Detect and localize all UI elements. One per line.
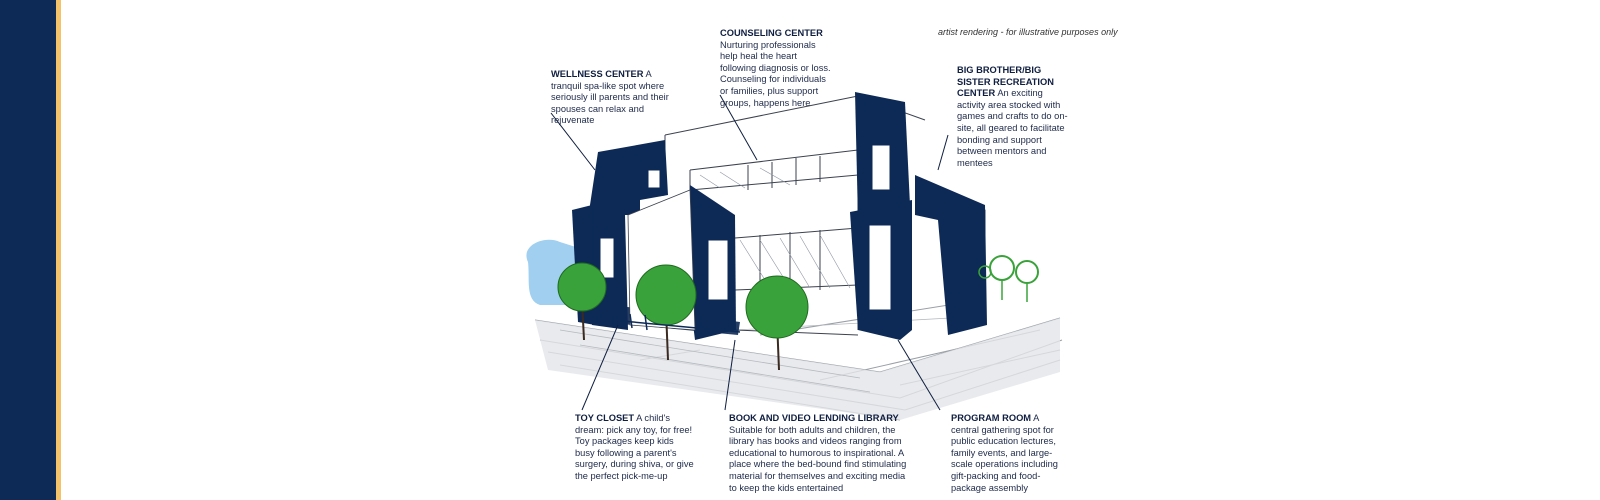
callout-title: TOY CLOSET — [575, 413, 635, 423]
callout-title: PROGRAM ROOM — [951, 413, 1032, 423]
tower-windows — [599, 144, 892, 311]
callout-toy-closet: TOY CLOSET A child's dream: pick any toy… — [575, 413, 695, 483]
callout-title: COUNSELING CENTER — [720, 28, 823, 38]
callout-title: WELLNESS CENTER — [551, 69, 644, 79]
callout-text: Nurturing professionals help heal the he… — [720, 39, 831, 108]
callout-program-room: PROGRAM ROOM A central gathering spot fo… — [951, 413, 1069, 494]
callout-book-video-library: BOOK AND VIDEO LENDING LIBRARY Suitable … — [729, 413, 907, 494]
left-gold-stripe — [56, 0, 61, 500]
left-navy-bar — [0, 0, 56, 500]
callout-title: BIG BROTHER/BIG SISTER RECREATION CENTER — [957, 65, 1054, 99]
callout-counseling-center: COUNSELING CENTER Nurturing professional… — [720, 28, 835, 109]
callout-wellness-center: WELLNESS CENTER A tranquil spa-like spot… — [551, 69, 673, 127]
callout-title: BOOK AND VIDEO LENDING LIBRARY — [729, 413, 899, 423]
trees — [557, 255, 1039, 371]
callout-text: Suitable for both adults and children, t… — [729, 424, 907, 493]
window-hatching — [699, 167, 851, 289]
ground-shadow — [535, 318, 1060, 420]
fence — [589, 309, 741, 334]
callout-text: An exciting activity area stocked with g… — [957, 88, 1068, 168]
callout-big-brother-big-sister: BIG BROTHER/BIG SISTER RECREATION CENTER… — [957, 65, 1069, 169]
callout-text: A tranquil spa-like spot where seriously… — [551, 69, 669, 126]
callout-text: A central gathering spot for public educ… — [951, 413, 1058, 493]
callout-text: A child's dream: pick any toy, for free!… — [575, 413, 694, 481]
artist-rendering-note: artist rendering - for illustrative purp… — [938, 27, 1118, 37]
callout-leader-lines — [550, 94, 949, 411]
